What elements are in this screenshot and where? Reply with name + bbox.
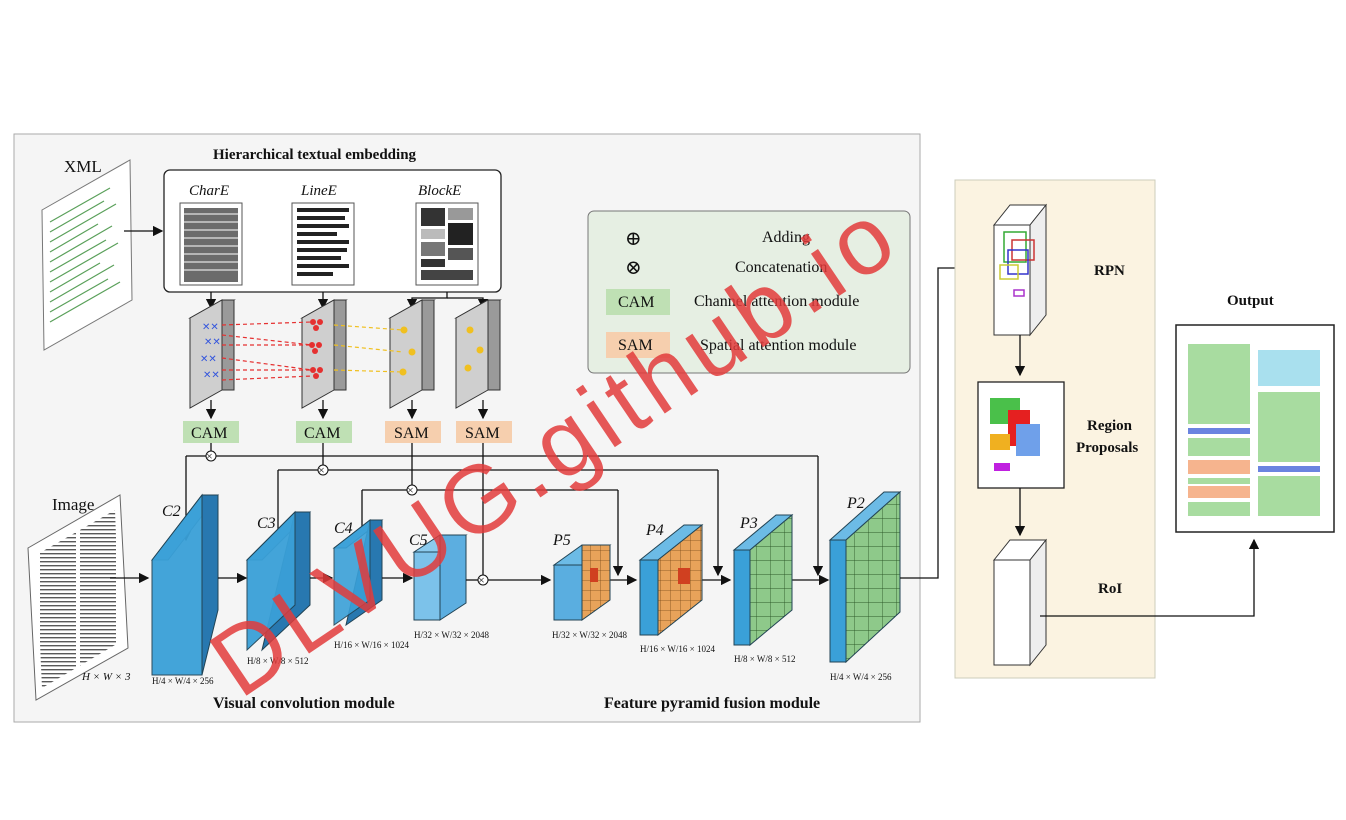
image-input: Image H × W × 3 (27, 494, 131, 701)
svg-text:✕✕: ✕✕ (202, 322, 219, 333)
c4-label: C4 (334, 520, 353, 537)
cam-label-2: CAM (304, 425, 340, 442)
region-proposals-label-1: Region (1087, 418, 1133, 434)
p3-dims: H/8 × W/8 × 512 (734, 654, 795, 664)
p4-label: P4 (645, 522, 664, 539)
sam-label-1: SAM (394, 425, 429, 442)
visual-module-title: Visual convolution module (213, 695, 395, 712)
c5-label: C5 (409, 532, 428, 549)
adding-symbol: ⊕ (625, 228, 642, 250)
p3-label: P3 (739, 515, 758, 532)
svg-text:×: × (478, 573, 485, 587)
p5-dims: H/32 × W/32 × 2048 (552, 630, 627, 640)
blocke-label: BlockE (418, 183, 461, 199)
chare-label: CharE (189, 183, 229, 199)
c3-label: C3 (257, 515, 276, 532)
p5-label: P5 (552, 532, 571, 549)
svg-text:✕✕: ✕✕ (203, 370, 220, 381)
svg-text:✕✕: ✕✕ (200, 354, 217, 365)
sam-label-2: SAM (465, 425, 500, 442)
linee-label: LineE (300, 183, 337, 199)
concat-symbol: ⊗ (625, 257, 642, 279)
visual-convolution-module: C2 C3 C4 C5 H/4 × W/4 × 256 H/8 × W/8 × … (150, 493, 489, 712)
c3-dims: H/8 × W/8 × 512 (247, 656, 308, 666)
image-dims: H × W × 3 (81, 671, 131, 683)
image-label: Image (52, 495, 94, 514)
svg-text:×: × (206, 449, 213, 463)
legend-sam-box: SAM (618, 337, 653, 354)
embedding-feature-maps: ✕✕ ✕✕ ✕✕ ✕✕ (188, 299, 502, 409)
cam-box-2 (296, 421, 352, 443)
legend-cam-box: CAM (618, 294, 654, 311)
c5-dims: H/32 × W/32 × 2048 (414, 630, 489, 640)
svg-text:×: × (407, 483, 414, 497)
legend-cam-desc: Channel attention module (694, 293, 859, 310)
p4-dims: H/16 × W/16 × 1024 (640, 644, 715, 654)
output-label: Output (1227, 293, 1274, 309)
sam-box-2 (456, 421, 512, 443)
hierarchical-embedding: Hierarchical textual embedding CharE Lin… (163, 147, 502, 293)
c2-dims: H/4 × W/4 × 256 (152, 676, 214, 686)
legend: ⊕ Adding ⊗ Concatenation CAM Channel att… (587, 210, 911, 374)
svg-text:✕✕: ✕✕ (204, 337, 221, 348)
rpn-label: RPN (1094, 263, 1125, 279)
feature-pyramid-module: P5 P4 P3 P2 H/32 × W/32 × 2048 H/16 × W/… (552, 490, 902, 712)
output-document: Output (1175, 293, 1335, 533)
svg-text:×: × (318, 463, 325, 477)
c4-dims: H/16 × W/16 × 1024 (334, 640, 409, 650)
xml-label: XML (64, 157, 102, 176)
adding-label: Adding (762, 229, 810, 246)
p2-label: P2 (846, 495, 865, 512)
pyramid-module-title: Feature pyramid fusion module (604, 695, 820, 712)
embedding-title: Hierarchical textual embedding (213, 147, 417, 163)
xml-input: XML (41, 157, 133, 351)
concat-label: Concatenation (735, 259, 827, 276)
sam-box-1 (385, 421, 441, 443)
attention-boxes: CAM CAM SAM SAM (183, 421, 512, 443)
cam-box-1 (183, 421, 239, 443)
region-proposals-label-2: Proposals (1076, 440, 1138, 456)
p2-dims: H/4 × W/4 × 256 (830, 672, 892, 682)
c2-label: C2 (162, 503, 181, 520)
legend-sam-desc: Spatial attention module (700, 337, 856, 354)
roi-label: RoI (1098, 581, 1122, 597)
detection-panel: RPN Region Proposals RoI (954, 179, 1156, 679)
cam-label-1: CAM (191, 425, 227, 442)
